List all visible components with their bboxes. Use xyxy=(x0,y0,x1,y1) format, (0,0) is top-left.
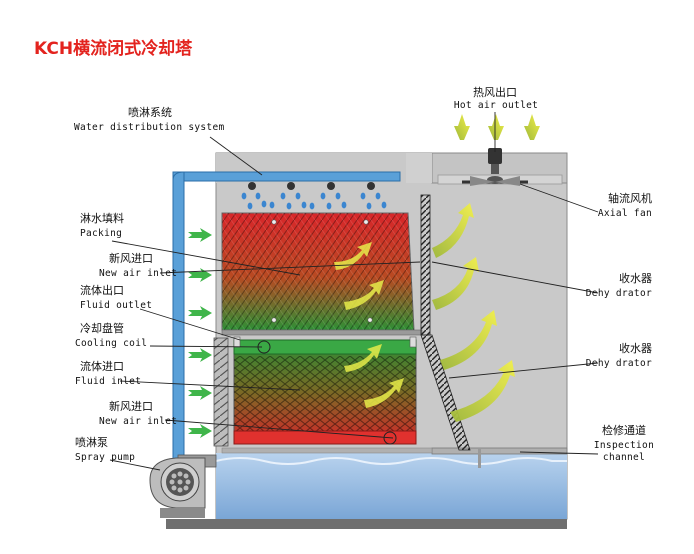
axial-fan xyxy=(462,148,528,186)
packing-label-en: Packing xyxy=(80,228,123,239)
inspection-channel-label: 检修通道 xyxy=(602,424,646,437)
dehydrator-top-label-en: Dehy drator xyxy=(585,288,652,299)
air-flow-arrows-packing xyxy=(334,242,404,408)
hot-air-outlet-label-en: Hot air outlet xyxy=(453,100,539,111)
new-air-inlet-bottom-label-en: New air inlet xyxy=(99,416,178,427)
axial-fan-label-en: Axial fan xyxy=(597,208,652,219)
leader-lines xyxy=(109,112,599,471)
air-inlet-louver xyxy=(213,337,229,447)
dehydrator-bottom-label: 收水器 xyxy=(619,342,652,355)
hot-air-outlet-label: 热风出口 xyxy=(473,86,517,99)
new-air-inlet-top-label-en: New air inlet xyxy=(99,268,178,279)
dehydrator-bottom-label-en: Dehy drator xyxy=(585,358,652,369)
fluid-inlet-label: 流体进口 xyxy=(80,360,124,373)
page-title: KCH横流闭式冷却塔 xyxy=(34,39,193,59)
new-air-inlet-arrows xyxy=(188,228,212,438)
air-flow-arrows-plenum xyxy=(432,203,515,422)
fluid-inlet-label-en: Fluid inlet xyxy=(75,376,142,387)
coil-bottom-header xyxy=(233,430,417,445)
spray-header xyxy=(179,171,401,182)
hot-air-arrows xyxy=(454,114,540,140)
dehydrator-upper xyxy=(420,194,431,336)
dehydrator-top-label: 收水器 xyxy=(619,272,652,285)
cooling-coil-label: 冷却盘管 xyxy=(80,322,124,335)
water-droplets xyxy=(241,192,387,210)
new-air-inlet-top-label: 新风进口 xyxy=(109,252,153,265)
water-distribution-label: 喷淋系统 xyxy=(128,106,172,119)
fluid-outlet-label: 流体出口 xyxy=(80,284,124,297)
new-air-inlet-bottom-label: 新风进口 xyxy=(109,400,153,413)
packing-label: 淋水填料 xyxy=(80,212,124,225)
spray-pump-label-en: Spray pump xyxy=(75,452,136,463)
spray-pump xyxy=(149,454,217,518)
spray-nozzles xyxy=(248,182,375,190)
water-distribution-label-en: Water distribution system xyxy=(74,122,225,133)
spray-pump-label: 喷淋泵 xyxy=(75,436,108,449)
cooling-coil-label-en: Cooling coil xyxy=(75,338,148,349)
axial-fan-label: 轴流风机 xyxy=(608,192,652,205)
fluid-outlet-label-en: Fluid outlet xyxy=(80,300,153,311)
inspection-channel-label-en: Inspection channel xyxy=(593,440,655,463)
